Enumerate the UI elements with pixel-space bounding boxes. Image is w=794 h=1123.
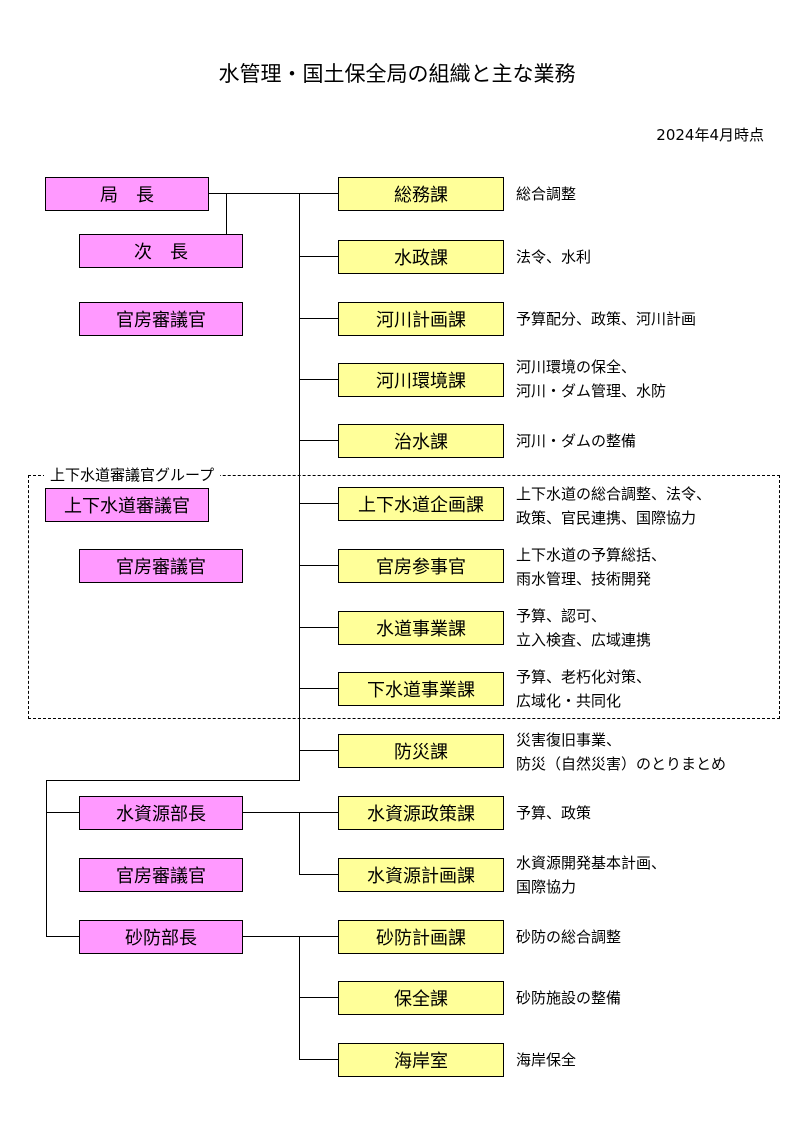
- connector-main-trunk: [299, 193, 300, 781]
- councillor-box-3: 官房審議官: [79, 858, 243, 892]
- director-box: 局 長: [45, 177, 209, 211]
- connector-div-8: [299, 688, 339, 689]
- connector-div-0: [299, 193, 339, 194]
- division-box-disaster-prevention: 防災課: [338, 734, 504, 768]
- councillor-box-2: 官房審議官: [79, 549, 243, 583]
- division-desc-conservation: 砂防施設の整備: [516, 989, 622, 1007]
- connector-div-7: [299, 627, 339, 628]
- connector-div-5: [299, 503, 339, 504]
- division-box-sewer-planning: 上下水道企画課: [338, 487, 504, 521]
- connector-div-3: [299, 379, 339, 380]
- division-box-coast: 海岸室: [338, 1043, 504, 1077]
- sewer-group-frame: [28, 475, 780, 719]
- division-desc-water-resources-planning: 水資源開発基本計画、国際協力: [516, 854, 667, 896]
- division-desc-sewerage: 予算、老朽化対策、広域化・共同化: [516, 668, 652, 710]
- connector-sabo-in: [46, 936, 80, 937]
- connector-water-resources-plan: [299, 874, 339, 875]
- division-box-water-resources-planning: 水資源計画課: [338, 858, 504, 892]
- connector-sabo-out: [242, 936, 338, 937]
- sewer-group-label: 上下水道審議官グループ: [44, 464, 221, 485]
- division-desc-water-resources-policy: 予算、政策: [516, 804, 592, 822]
- date-note: 2024年4月時点: [656, 126, 764, 144]
- connector-sabo-vertical: [299, 936, 300, 1060]
- division-box-sewerage: 下水道事業課: [338, 672, 504, 706]
- division-desc-sewer-planning: 上下水道の総合調整、法令、政策、官民連携、国際協力: [516, 485, 712, 527]
- division-box-waterworks: 水道事業課: [338, 611, 504, 645]
- division-desc-disaster-prevention: 災害復旧事業、防災（自然災害）のとりまとめ: [516, 731, 727, 773]
- division-box-counsellor: 官房参事官: [338, 549, 504, 583]
- division-desc-counsellor: 上下水道の予算総括、雨水管理、技術開発: [516, 546, 667, 588]
- sabo-head-box: 砂防部長: [79, 920, 243, 954]
- connector-deputy: [226, 193, 227, 235]
- connector-left-vertical: [46, 780, 47, 937]
- connector-director-trunk: [208, 193, 300, 194]
- division-box-water-policy: 水政課: [338, 240, 504, 274]
- division-desc-river-planning: 予算配分、政策、河川計画: [516, 310, 697, 328]
- division-box-river-planning: 河川計画課: [338, 302, 504, 336]
- division-desc-waterworks: 予算、認可、立入検査、広域連携: [516, 607, 652, 649]
- division-desc-general-affairs: 総合調整: [516, 185, 577, 203]
- division-box-conservation: 保全課: [338, 981, 504, 1015]
- division-box-river-environment: 河川環境課: [338, 363, 504, 397]
- connector-water-resources-vertical: [299, 812, 300, 875]
- connector-div-2: [299, 318, 339, 319]
- division-desc-coast: 海岸保全: [516, 1051, 577, 1069]
- connector-div-1: [299, 256, 339, 257]
- connector-water-resources-out: [242, 812, 338, 813]
- page-title: 水管理・国土保全局の組織と主な業務: [218, 62, 576, 86]
- division-box-flood-control: 治水課: [338, 424, 504, 458]
- division-box-general-affairs: 総務課: [338, 177, 504, 211]
- connector-trunk-return: [46, 780, 300, 781]
- division-box-water-resources-policy: 水資源政策課: [338, 796, 504, 830]
- connector-div-9: [299, 750, 339, 751]
- sewer-councillor-box: 上下水道審議官: [45, 488, 209, 522]
- connector-water-resources-in: [46, 812, 80, 813]
- division-box-sabo-planning: 砂防計画課: [338, 920, 504, 954]
- deputy-box: 次 長: [79, 234, 243, 268]
- division-desc-river-environment: 河川環境の保全、河川・ダム管理、水防: [516, 358, 667, 400]
- division-desc-flood-control: 河川・ダムの整備: [516, 432, 637, 450]
- connector-coast: [299, 1059, 339, 1060]
- councillor-box-1: 官房審議官: [79, 302, 243, 336]
- connector-conservation: [299, 997, 339, 998]
- connector-div-4: [299, 440, 339, 441]
- division-desc-water-policy: 法令、水利: [516, 248, 592, 266]
- division-desc-sabo-planning: 砂防の総合調整: [516, 928, 622, 946]
- water-resources-head-box: 水資源部長: [79, 796, 243, 830]
- connector-div-6: [299, 565, 339, 566]
